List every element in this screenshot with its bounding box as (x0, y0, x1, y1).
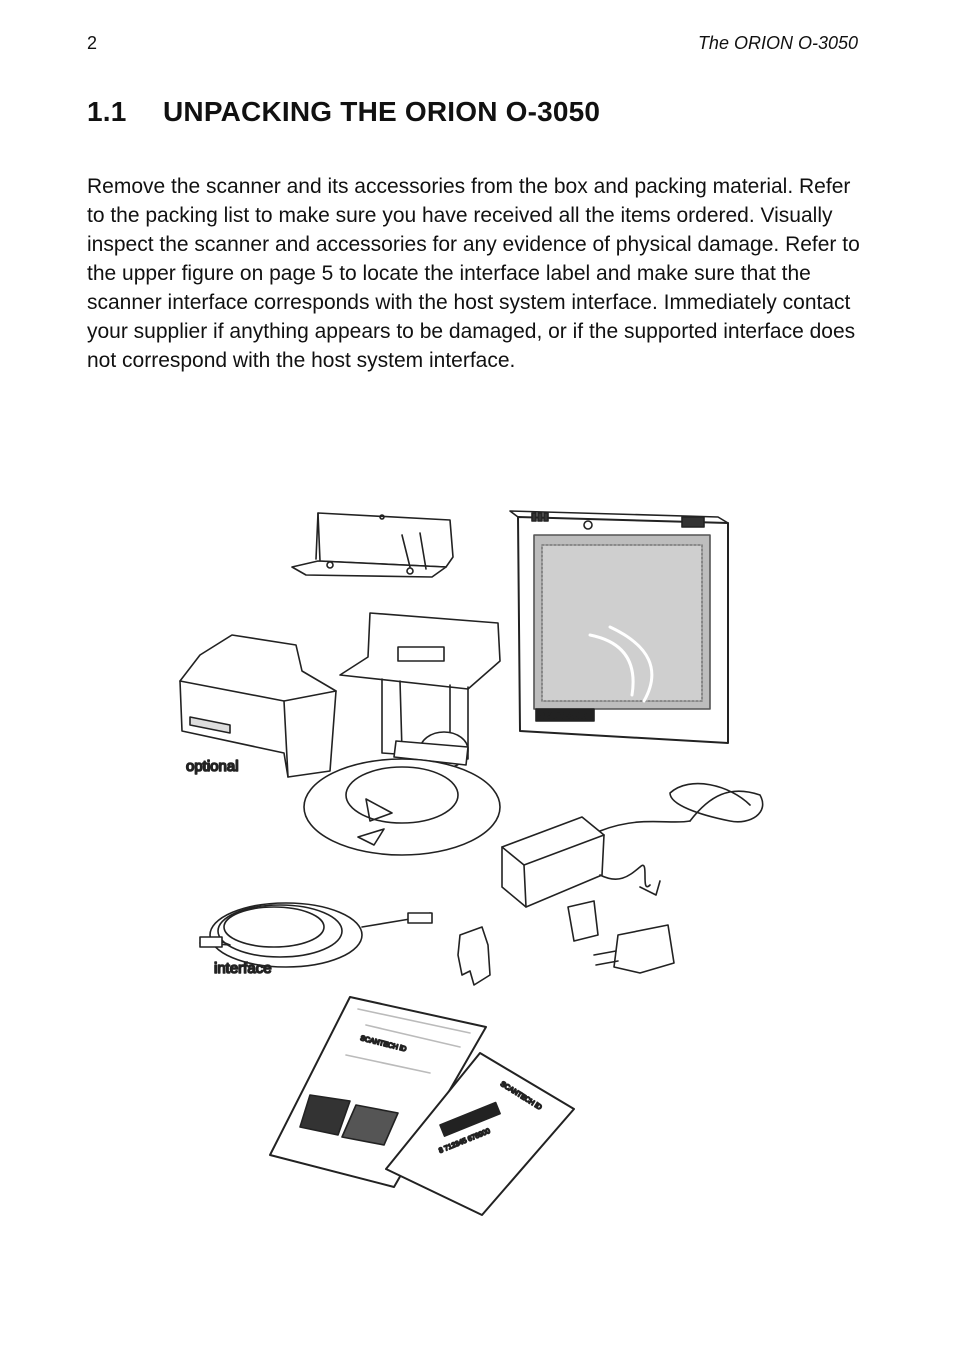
user-manual-illustration: SCANTECH iD (269, 996, 487, 1188)
interface-label: interface (214, 960, 272, 977)
scanner-illustration: SCANTECH iD (509, 510, 729, 744)
running-title: The ORION O-3050 (697, 33, 858, 53)
page-number: 2 (87, 33, 98, 53)
configuration-card-illustration: 8 712345 678900 SCANTECH iD (385, 1052, 575, 1216)
body-paragraph: Remove the scanner and its accessories f… (87, 175, 860, 372)
section-title: UNPACKING THE ORION O-3050 (163, 96, 601, 127)
optional-label: optional (186, 758, 239, 775)
stand-illustration (303, 612, 501, 856)
wall-bracket-illustration (291, 512, 454, 578)
scanner-brand-label: SCANTECH iD (540, 713, 587, 720)
power-supply-illustration (457, 782, 764, 986)
interface-cable-illustration: interface (199, 902, 433, 978)
optional-cradle-illustration: optional (179, 634, 337, 778)
section-heading: 1.1 UNPACKING THE ORION O-3050 (87, 96, 600, 128)
package-contents-figure: optional SCANTECH iD (170, 495, 790, 1225)
section-number: 1.1 (87, 96, 127, 127)
